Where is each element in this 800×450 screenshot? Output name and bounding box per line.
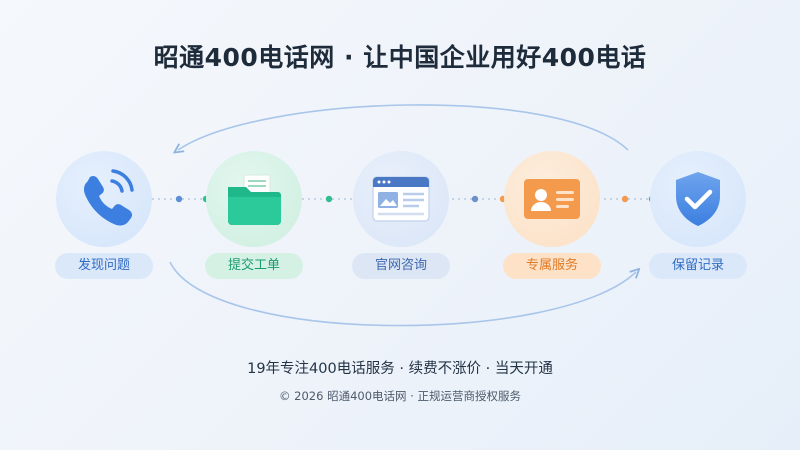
return-arc-top bbox=[178, 104, 629, 150]
step-label-4: 专属服务 bbox=[503, 253, 601, 279]
connector-dot bbox=[471, 195, 479, 203]
id-card-icon bbox=[524, 179, 580, 219]
page-title: 昭通400电话网 · 让中国企业用好400电话 bbox=[153, 43, 647, 72]
connector-dot bbox=[325, 195, 333, 203]
connector-dot bbox=[175, 195, 183, 203]
step-node-1 bbox=[56, 151, 152, 247]
step-node-3 bbox=[353, 151, 449, 247]
phone-icon bbox=[83, 169, 134, 226]
step-label-5: 保留记录 bbox=[649, 253, 747, 279]
step-label-1: 发现问题 bbox=[55, 253, 153, 279]
tagline: 19年专注400电话服务 · 续费不涨价 · 当天开通 bbox=[247, 361, 553, 377]
browser-window-icon bbox=[372, 176, 430, 222]
step-node-2 bbox=[206, 151, 302, 247]
copyright: © 2026 昭通400电话网 · 正规运营商授权服务 bbox=[279, 389, 521, 403]
folder-icon bbox=[228, 174, 281, 225]
step-label-2: 提交工单 bbox=[205, 253, 303, 279]
step-node-5 bbox=[650, 151, 746, 247]
step-label-3: 官网咨询 bbox=[352, 253, 450, 279]
shield-check-icon bbox=[676, 172, 720, 226]
return-arc-bottom bbox=[169, 261, 636, 327]
step-node-4 bbox=[504, 151, 600, 247]
connector-dot bbox=[621, 195, 629, 203]
